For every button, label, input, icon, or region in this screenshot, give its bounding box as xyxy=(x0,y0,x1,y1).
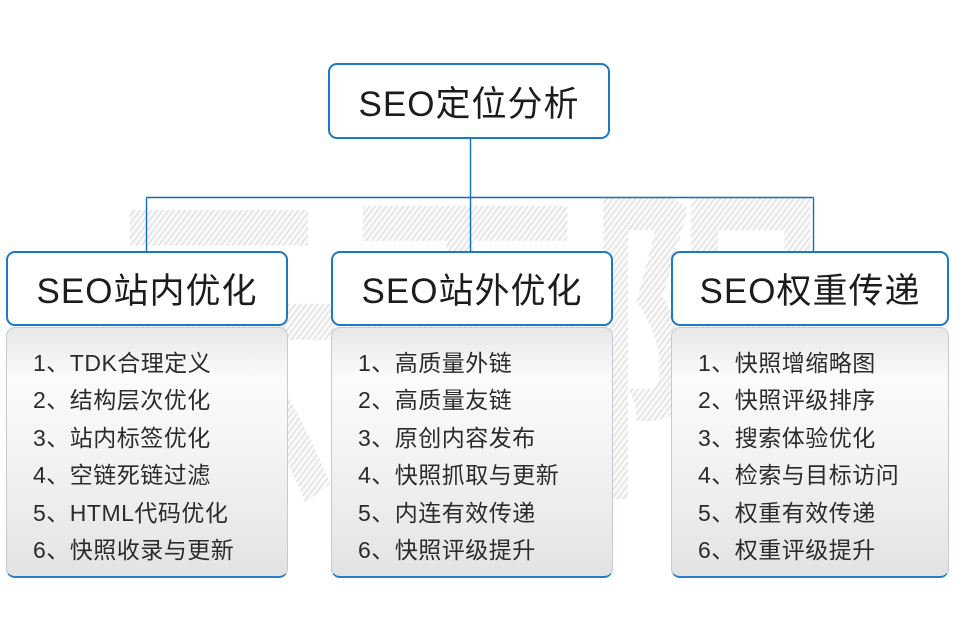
branch-list-onsite: 1、TDK合理定义 2、结构层次优化 3、站内标签优化 4、空链死链过滤 5、H… xyxy=(6,327,288,578)
list-item: 4、检索与目标访问 xyxy=(698,462,900,489)
branch-header-weight-transfer: SEO权重传递 xyxy=(671,251,949,326)
branch-list-weight-transfer: 1、快照增缩略图 2、快照评级排序 3、搜索体验优化 4、检索与目标访问 5、权… xyxy=(671,327,949,578)
list-item: 1、高质量外链 xyxy=(358,349,513,376)
list-item: 2、快照评级排序 xyxy=(698,387,876,414)
list-item: 2、高质量友链 xyxy=(358,387,513,414)
list-item: 5、HTML代码优化 xyxy=(33,499,229,526)
list-item: 6、快照评级提升 xyxy=(358,537,536,564)
list-item: 5、内连有效传递 xyxy=(358,499,536,526)
branch-list-offsite: 1、高质量外链 2、高质量友链 3、原创内容发布 4、快照抓取与更新 5、内连有… xyxy=(331,327,613,578)
list-item: 4、快照抓取与更新 xyxy=(358,462,560,489)
list-item: 3、搜索体验优化 xyxy=(698,424,876,451)
list-item: 5、权重有效传递 xyxy=(698,499,876,526)
list-item: 6、权重评级提升 xyxy=(698,537,876,564)
list-item: 3、原创内容发布 xyxy=(358,424,536,451)
list-item: 6、快照收录与更新 xyxy=(33,537,235,564)
branch-header-onsite: SEO站内优化 xyxy=(6,251,288,326)
list-item: 1、TDK合理定义 xyxy=(33,349,212,376)
list-item: 2、结构层次优化 xyxy=(33,387,211,414)
branch-header-offsite: SEO站外优化 xyxy=(331,251,613,326)
list-item: 3、站内标签优化 xyxy=(33,424,211,451)
list-item: 4、空链死链过滤 xyxy=(33,462,211,489)
root-node-seo-positioning: SEO定位分析 xyxy=(328,63,610,139)
list-item: 1、快照增缩略图 xyxy=(698,349,876,376)
